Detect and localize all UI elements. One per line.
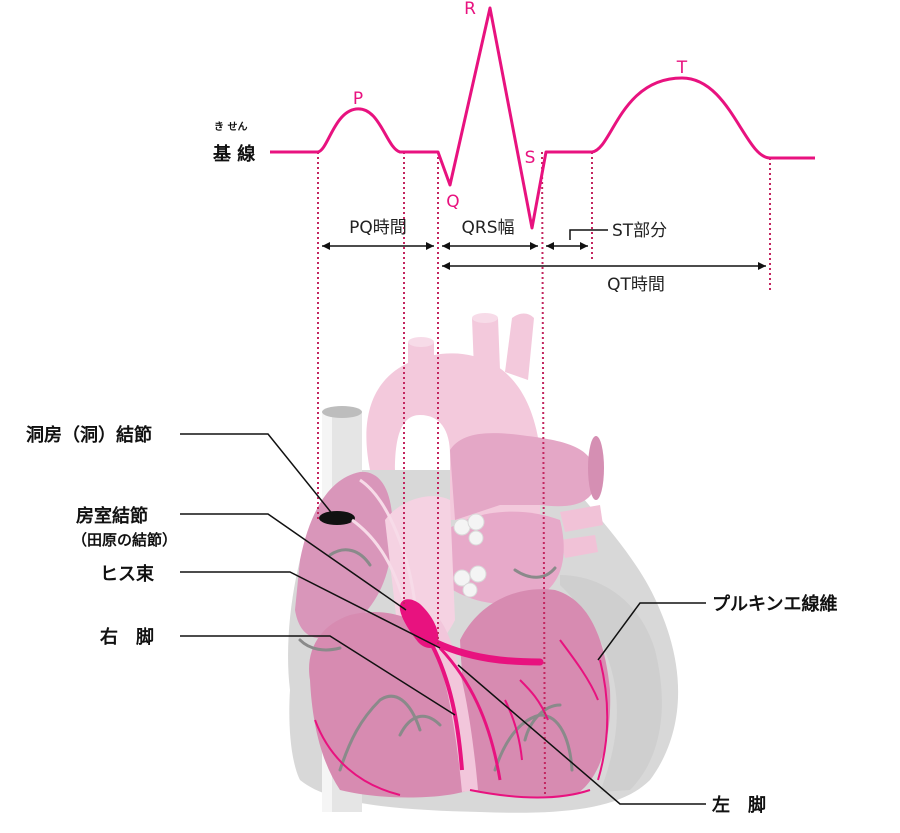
p-wave-label: P <box>353 89 363 109</box>
right-bundle-shape <box>430 644 464 771</box>
pq-interval-label: PQ時間 <box>349 218 407 238</box>
ecg-waveform: き せん 基 線 P Q R S T <box>212 0 815 230</box>
st-leader <box>569 229 608 240</box>
ecg-trace <box>270 6 815 230</box>
left-ventricle <box>460 589 611 798</box>
qt-interval-label: QT時間 <box>607 275 665 295</box>
r-wave-label: R <box>464 0 476 19</box>
vena-cava-opening <box>322 406 362 418</box>
interval-markers: PQ時間 QRS幅 ST部分 QT時間 <box>322 218 766 295</box>
pulmonary-opening <box>588 436 604 500</box>
aortic-branch-2 <box>472 318 500 370</box>
his-bundle-shape <box>426 636 544 666</box>
aortic-branch-1 <box>408 342 434 375</box>
heart-valves <box>453 513 487 598</box>
sa-node-label: 洞房（洞）結節 <box>26 424 152 446</box>
pulmonary-artery <box>450 433 596 520</box>
pulmonary-vein-2 <box>560 535 598 558</box>
st-segment-label: ST部分 <box>612 221 667 241</box>
baseline-label: 基 線 <box>212 143 255 165</box>
left-bundle-label: 左 脚 <box>712 794 766 816</box>
his-bundle-leader <box>180 571 441 649</box>
purkinje-leader <box>597 602 706 661</box>
qrs-interval-label: QRS幅 <box>462 218 515 238</box>
purkinje-fibers-shape <box>314 639 609 799</box>
right-bundle-label: 右 脚 <box>100 626 154 648</box>
branch-2-opening <box>472 313 498 323</box>
his-bundle-label: ヒス束 <box>100 563 155 585</box>
anatomy-labels: 洞房（洞）結節 房室結節 （田原の結節） ヒス束 右 脚 プルキンエ線維 左 脚 <box>26 424 837 816</box>
heart-illustration <box>288 313 679 813</box>
s-wave-label: S <box>525 148 536 168</box>
guide-lines <box>317 151 771 796</box>
av-node-shape <box>399 599 439 648</box>
internodal-tract-2 <box>359 478 417 606</box>
right-bundle-leader <box>180 635 456 716</box>
conduction-system <box>314 478 609 799</box>
t-wave-label: T <box>676 58 688 78</box>
baseline-ruby: き せん <box>214 121 247 133</box>
right-ventricle <box>309 612 475 798</box>
av-node-leader <box>180 513 407 611</box>
q-wave-label: Q <box>446 192 459 212</box>
internodal-tract-1 <box>351 518 407 606</box>
pulmonary-vein-1 <box>560 505 603 532</box>
sa-node-leader <box>180 433 335 517</box>
av-node-alt-label: （田原の結節） <box>72 531 177 549</box>
aortic-branch-3 <box>505 313 534 380</box>
left-bundle-leader <box>457 664 706 805</box>
purkinje-label: プルキンエ線維 <box>712 593 837 615</box>
left-bundle-shape <box>438 646 502 781</box>
left-ventricle-wall <box>560 575 662 792</box>
sa-node-shape <box>319 511 355 525</box>
right-atrium <box>295 471 393 639</box>
branch-1-opening <box>408 337 434 347</box>
av-node-label: 房室結節 <box>76 505 148 527</box>
chordae-tendineae <box>298 548 574 772</box>
